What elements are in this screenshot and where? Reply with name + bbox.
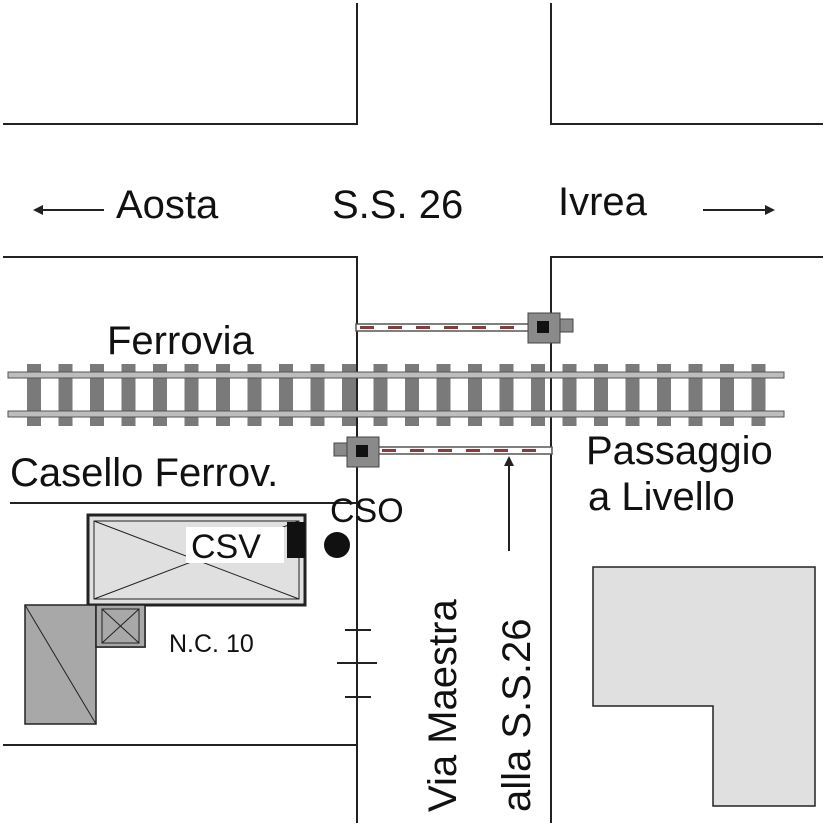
- railway-track: [7, 364, 785, 426]
- barrier-counterweight-top: [559, 318, 574, 333]
- road-edges: [3, 3, 823, 823]
- nc10-annex-diag-2: [101, 608, 140, 644]
- road-edge-top-right: [550, 3, 823, 125]
- label-right-city: Ivrea: [558, 180, 648, 224]
- label-left-city: Aosta: [116, 183, 219, 227]
- barrier-pivot-top: [537, 321, 549, 333]
- barrier-pivot-bottom: [356, 445, 368, 457]
- csv-device: [287, 522, 305, 558]
- label-main-road: S.S. 26: [332, 183, 463, 227]
- label-side-road: Via Maestra: [421, 599, 465, 812]
- rail-house-building: [86, 513, 307, 607]
- building-right: [592, 566, 816, 807]
- road-edge-top-left: [3, 3, 358, 125]
- barrier-top: [355, 312, 574, 344]
- rail-bottom: [7, 410, 785, 418]
- label-railway: Ferrovia: [107, 319, 254, 363]
- label-level-crossing-2: a Livello: [588, 475, 735, 519]
- road-edge-bottom-left: [3, 256, 358, 823]
- rail-top: [7, 371, 785, 379]
- label-side-road-direction: alla S.S.26: [495, 619, 539, 812]
- label-rail-house: Casello Ferrov.: [10, 451, 278, 495]
- barrier-counterweight-bottom: [333, 442, 348, 457]
- label-cso: CSO: [330, 492, 404, 530]
- road-edge-bottom-right: [550, 256, 823, 823]
- label-csv: CSV: [191, 528, 261, 566]
- barrier-bottom: [333, 436, 553, 468]
- label-house-number: N.C. 10: [169, 630, 254, 658]
- building-inner: [93, 520, 300, 600]
- nc10-building: [24, 604, 146, 725]
- nc10-annex-inner: [101, 608, 140, 644]
- cso-marker-icon: [324, 532, 350, 558]
- nc10-building-diag: [24, 604, 97, 725]
- label-level-crossing-1: Passaggio: [586, 429, 773, 473]
- csv-label-bg: [186, 527, 284, 563]
